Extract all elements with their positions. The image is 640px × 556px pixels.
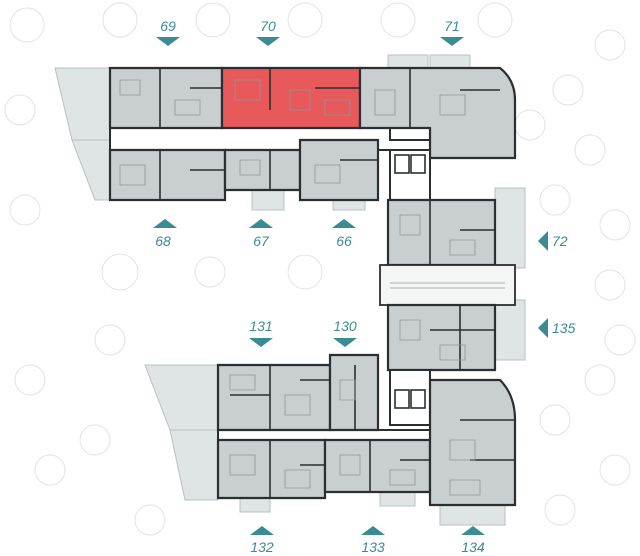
unit-133[interactable]	[323, 438, 432, 494]
terrace-131	[144, 364, 219, 431]
connecting-walkway	[379, 264, 516, 306]
label-131: 131	[249, 318, 272, 334]
unit-134[interactable]	[428, 378, 517, 507]
unit-72[interactable]	[386, 198, 497, 267]
marker-66[interactable]: 66	[332, 219, 356, 249]
terrace-68-69	[54, 67, 111, 141]
marker-132[interactable]: 132	[250, 526, 274, 555]
marker-67[interactable]: 67	[249, 219, 273, 249]
arrow-up-icon	[332, 219, 356, 228]
label-66: 66	[336, 233, 352, 249]
arrow-up-icon	[250, 526, 274, 535]
terrace-68	[71, 139, 111, 201]
label-72: 72	[552, 233, 568, 249]
upper-elevator-2	[410, 154, 426, 174]
label-135: 135	[552, 320, 576, 336]
lower-corridor	[217, 429, 431, 441]
label-69: 69	[160, 18, 176, 34]
unit-66[interactable]	[298, 138, 380, 202]
marker-135[interactable]: 135	[538, 318, 576, 338]
marker-131[interactable]: 131	[249, 318, 273, 347]
arrow-down-icon	[256, 37, 280, 46]
balcony-134	[439, 504, 506, 526]
marker-72[interactable]: 72	[538, 231, 568, 251]
marker-68[interactable]: 68	[153, 219, 177, 249]
label-68: 68	[155, 233, 171, 249]
tree-decoration-group	[4, 2, 636, 536]
marker-130[interactable]: 130	[333, 318, 357, 347]
label-132: 132	[250, 539, 274, 555]
label-71: 71	[444, 18, 460, 34]
upper-stair-core	[389, 149, 431, 201]
arrow-left-icon	[538, 231, 548, 251]
arrow-up-icon	[361, 526, 385, 535]
arrow-down-icon	[440, 37, 464, 46]
unit-70-selected[interactable]	[220, 66, 362, 130]
arrow-down-icon	[249, 338, 273, 347]
lower-elevator-1	[394, 389, 410, 409]
marker-133[interactable]: 133	[361, 526, 385, 555]
unit-67[interactable]	[223, 148, 302, 192]
marker-69[interactable]: 69	[156, 18, 180, 46]
marker-70[interactable]: 70	[256, 18, 280, 46]
lower-building	[144, 303, 517, 526]
balcony-133	[379, 491, 416, 507]
marker-71[interactable]: 71	[440, 18, 464, 46]
arrow-down-icon	[333, 338, 357, 347]
balcony-135	[494, 299, 526, 361]
unit-68[interactable]	[108, 148, 227, 202]
unit-69[interactable]	[108, 66, 224, 130]
unit-132[interactable]	[216, 438, 327, 500]
lower-elevator-2	[410, 389, 426, 409]
arrow-left-icon	[538, 318, 548, 338]
unit-markers: 69 70 71 68 67 66 72	[153, 18, 576, 555]
balcony-72	[494, 187, 526, 269]
arrow-up-icon	[461, 526, 485, 535]
label-134: 134	[461, 539, 485, 555]
balcony-67	[251, 187, 285, 211]
upper-elevator-1	[394, 154, 410, 174]
balcony-132	[239, 497, 271, 513]
upper-building	[54, 54, 526, 361]
terrace-132	[169, 429, 219, 501]
label-130: 130	[333, 318, 357, 334]
label-133: 133	[361, 539, 385, 555]
arrow-up-icon	[249, 219, 273, 228]
arrow-up-icon	[153, 219, 177, 228]
label-67: 67	[253, 233, 270, 249]
arrow-down-icon	[156, 37, 180, 46]
unit-130[interactable]	[328, 353, 380, 432]
label-70: 70	[260, 18, 276, 34]
marker-134[interactable]: 134	[461, 526, 485, 555]
lower-stair-core	[389, 369, 431, 426]
